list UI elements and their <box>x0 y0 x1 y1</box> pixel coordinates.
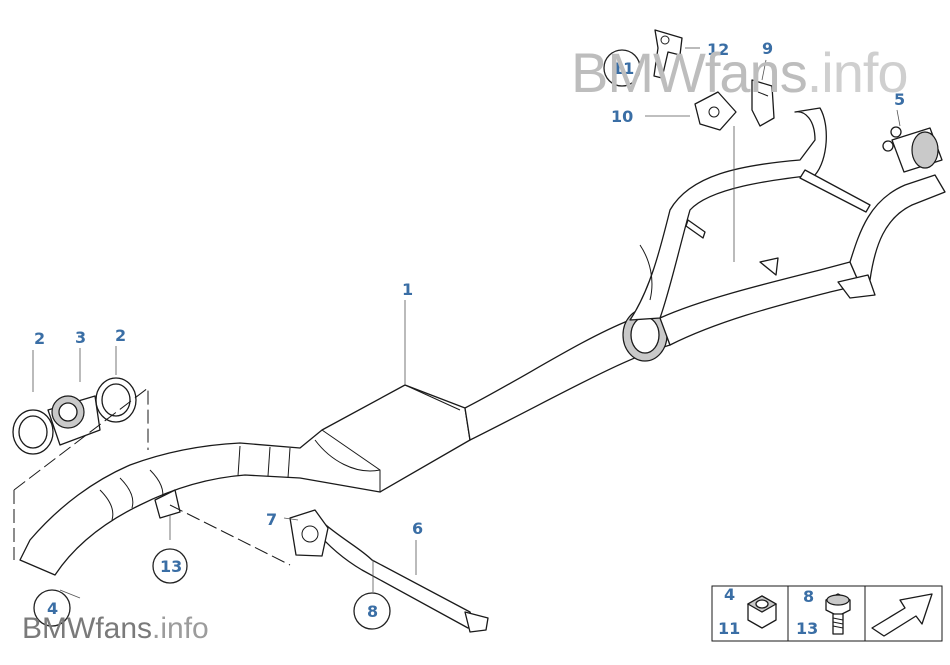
gasket-left-part-2[interactable] <box>12 409 54 455</box>
legend-nut-label-bottom: 11 <box>718 619 740 638</box>
flange-part-3[interactable] <box>47 395 101 446</box>
watermark-footer-suffix: .info <box>152 612 209 645</box>
callout-3[interactable]: 3 <box>75 328 86 347</box>
sensor-cable-part-6[interactable] <box>314 519 489 633</box>
watermark-main-suffix: .info <box>806 41 909 104</box>
hex-bolt-icon[interactable] <box>825 593 851 635</box>
rubber-mount-part-10[interactable] <box>694 91 737 131</box>
legend-bolt-label-top: 8 <box>803 587 814 606</box>
sensor-bracket-part-7[interactable] <box>289 509 329 557</box>
callout-ring-11 <box>603 49 641 87</box>
watermark-footer-brand: BMWfans <box>22 612 153 645</box>
callout-ring-4 <box>33 589 71 627</box>
callout-5[interactable]: 5 <box>894 90 905 109</box>
hardware-legend: 4 11 8 13 <box>711 585 943 642</box>
support-bracket-part-13[interactable] <box>154 489 181 519</box>
callout-13[interactable]: 13 <box>160 557 182 576</box>
gasket-right-part-2[interactable] <box>95 377 137 423</box>
legend-nut-label-top: 4 <box>724 585 735 604</box>
callout-8[interactable]: 8 <box>367 602 378 621</box>
callout-7[interactable]: 7 <box>266 510 277 529</box>
hex-nut-icon[interactable] <box>746 595 778 629</box>
callout-ring-8 <box>353 592 391 630</box>
legend-bolt-label-bottom: 13 <box>796 619 818 638</box>
clamp-part-5[interactable] <box>882 126 943 173</box>
exhaust-system-part-1[interactable] <box>19 107 946 576</box>
callout-9[interactable]: 9 <box>762 39 773 58</box>
callout-11[interactable]: 11 <box>612 59 634 78</box>
callout-2-left[interactable]: 2 <box>34 329 45 348</box>
callout-12[interactable]: 12 <box>707 40 729 59</box>
watermark-main-brand: BMWfans <box>571 41 808 104</box>
hanger-part-9[interactable] <box>751 79 775 127</box>
watermark-main: BMWfans.info <box>571 40 909 105</box>
callout-1[interactable]: 1 <box>402 280 413 299</box>
bracket-part-12[interactable] <box>653 29 683 79</box>
callout-2-right[interactable]: 2 <box>115 326 126 345</box>
callout-10[interactable]: 10 <box>611 107 633 126</box>
arrow-icon[interactable] <box>871 593 933 637</box>
watermark-footer: BMWfans.info <box>22 612 209 646</box>
callout-6[interactable]: 6 <box>412 519 423 538</box>
callout-4[interactable]: 4 <box>47 599 58 618</box>
callout-ring-13 <box>152 548 188 584</box>
